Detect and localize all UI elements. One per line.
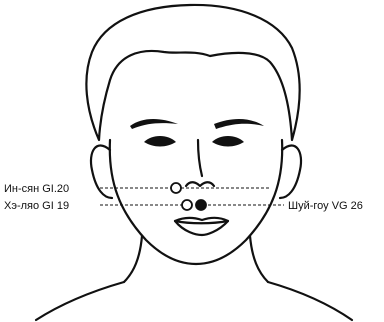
right-eye [212, 136, 244, 147]
lip-line [175, 221, 228, 223]
left-eyebrow [130, 119, 178, 129]
label-point-2: Хэ-ляо GI 19 [4, 200, 69, 212]
hair-outline [86, 5, 299, 140]
shoulder-left [36, 282, 124, 320]
right-eyebrow [214, 119, 264, 129]
point-marker-1 [171, 183, 181, 193]
nose [186, 140, 214, 186]
label-point-1: Ин-сян GI.20 [4, 183, 69, 195]
left-eye [144, 136, 176, 147]
label-point-3: Шуй-гоу VG 26 [288, 200, 363, 212]
mouth [175, 218, 228, 235]
point-marker-3 [196, 200, 206, 210]
neck-left [124, 236, 142, 282]
neck-right [250, 236, 268, 282]
point-marker-2 [182, 200, 192, 210]
shoulder-right [268, 282, 352, 320]
